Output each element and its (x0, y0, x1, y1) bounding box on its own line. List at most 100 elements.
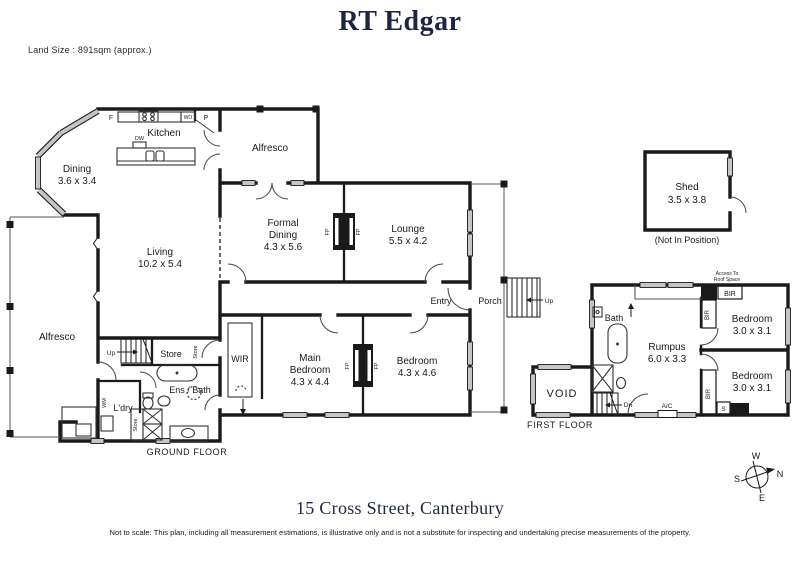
compass-north-arrow (766, 467, 775, 474)
ground-doors (97, 119, 471, 411)
compass-s: S (734, 474, 740, 484)
linen-label: S (721, 406, 726, 413)
first-windows (530, 282, 791, 418)
stairs-up-label: Up (107, 350, 116, 357)
room-label-bedroom4: Bedroom (732, 371, 773, 382)
first-floor-caption: FIRST FLOOR (527, 420, 593, 430)
dark-closet-block (730, 403, 749, 414)
alfresco-top-posts (256, 105, 320, 113)
compass-needle-we (752, 460, 762, 494)
room-dims-formal: 4.3 x 5.6 (264, 242, 303, 253)
shed-note: (Not In Position) (655, 235, 720, 245)
room-dims-main-bed: 4.3 x 4.4 (291, 377, 330, 388)
shed-walls (643, 150, 732, 232)
first-doors (627, 327, 719, 415)
fireplace-bedrooms (353, 344, 373, 387)
porch-up-arrowhead (526, 297, 531, 303)
room-label-bedroom2: Bedroom (397, 356, 438, 367)
compass-e: E (759, 493, 765, 503)
room-dims-bedroom2: 4.3 x 4.6 (398, 368, 437, 379)
wall-oven-label: WO (184, 115, 193, 121)
room-label-void: VOID (547, 388, 578, 400)
room-label-bath: Bath (605, 313, 624, 323)
brand-logo: RT Edgar (338, 6, 462, 37)
kitchen-fixtures (116, 110, 196, 166)
disclaimer-text: Not to scale: This plan, including all m… (109, 528, 691, 537)
room-dims-living: 10.2 x 5.4 (138, 259, 182, 270)
ground-walls-thick (58, 107, 472, 443)
room-label-formal-2: Dining (269, 230, 297, 241)
land-size-label: Land Size : 891sqm (approx.) (28, 45, 152, 55)
room-label-laundry: L'dry (113, 403, 133, 413)
room-label-main-bed-2: Bedroom (290, 365, 331, 376)
room-label-rumpus: Rumpus (648, 342, 685, 353)
bir-label-top: BIR (724, 291, 736, 298)
store-label-2: Store (193, 345, 199, 358)
bir-label-mid: BIR (705, 309, 711, 320)
bath-laundry-fixtures (61, 364, 209, 442)
shed-door (729, 196, 747, 214)
wall-opening-marks (92, 236, 99, 304)
wir-robe (227, 322, 253, 398)
pantry-label: P (204, 115, 209, 122)
ground-floor-caption: GROUND FLOOR (147, 447, 228, 457)
verandah (470, 180, 508, 414)
ground-windows (90, 180, 473, 444)
access-roof-label-2: Roof Space (714, 277, 740, 283)
room-label-alfresco-side: Alfresco (39, 332, 76, 343)
fp-label-3: FP (345, 362, 351, 369)
bir-label-bottom: BIR (706, 388, 712, 399)
alfresco-side-boundary (6, 216, 64, 438)
room-label-porch: Porch (478, 296, 502, 306)
dishwasher-label: DW (135, 136, 145, 142)
wm-label: WM (102, 398, 108, 408)
fp-label-2: FP (356, 228, 362, 235)
first-floor-plan: Bath Rumpus 6.0 x 3.3 Bedroom 3.0 x 3.1 … (527, 271, 791, 430)
room-dims-shed: 3.5 x 3.8 (668, 195, 707, 206)
fp-label-4: FP (374, 362, 380, 369)
compass: W N S E (734, 451, 783, 503)
room-dims-rumpus: 6.0 x 3.3 (648, 354, 687, 365)
dn-label: Dn (624, 402, 633, 409)
room-label-bedroom3: Bedroom (732, 314, 773, 325)
store-label-1: Store (160, 349, 182, 359)
room-label-kitchen: Kitchen (147, 128, 180, 139)
property-address: 15 Cross Street, Canterbury (295, 498, 505, 518)
shed-plan: Shed 3.5 x 3.8 (Not In Position) (643, 150, 747, 245)
chimney-block (701, 285, 717, 300)
first-bath-fixtures (591, 285, 701, 393)
room-label-main-bed-1: Main (299, 353, 321, 364)
store-label-3: Store (133, 418, 139, 431)
room-label-shed: Shed (675, 182, 698, 193)
room-label-lounge: Lounge (391, 224, 425, 235)
room-dims-bedroom3: 3.0 x 3.1 (733, 326, 772, 337)
room-dims-lounge: 5.5 x 4.2 (389, 236, 428, 247)
room-label-ens-bath: Ens / Bath (169, 385, 211, 395)
room-dims-dining: 3.6 x 3.4 (58, 176, 97, 187)
room-label-entry: Entry (430, 296, 452, 306)
wir-down-arrow (240, 399, 246, 415)
compass-n: N (777, 469, 784, 479)
bay-windows (35, 108, 100, 217)
access-roof-label-1: Access To (716, 271, 739, 277)
fp-label-1: FP (325, 228, 331, 235)
room-label-dining: Dining (63, 164, 91, 175)
ac-unit (657, 410, 678, 418)
up-arrowhead (133, 349, 138, 355)
ground-floor-plan: Dining 3.6 x 3.4 Kitchen F P WO DW Alfre… (6, 105, 554, 457)
fridge-label: F (109, 115, 113, 122)
compass-ring (745, 465, 769, 489)
ac-label: A/C (662, 403, 673, 410)
compass-w: W (752, 451, 761, 461)
fireplace-formal-lounge (333, 213, 355, 250)
shed-window (727, 157, 733, 177)
room-label-living: Living (147, 247, 173, 258)
porch-up-label: Up (545, 298, 554, 305)
room-dims-bedroom4: 3.0 x 3.1 (733, 383, 772, 394)
room-label-formal-1: Formal (267, 218, 298, 229)
room-label-wir: WIR (231, 354, 249, 364)
dn-arrowhead (605, 402, 610, 408)
roof-nib-arrow (628, 303, 634, 317)
